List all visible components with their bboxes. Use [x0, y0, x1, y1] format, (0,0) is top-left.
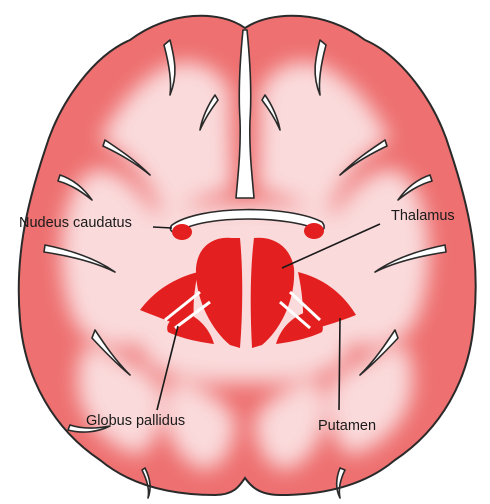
label-putamen: Putamen [318, 418, 376, 434]
label-caudate: Nudeus caudatus [19, 215, 132, 231]
label-thalamus: Thalamus [391, 208, 455, 224]
label-globus-pallidus: Globus pallidus [86, 413, 185, 429]
caudate-right [304, 223, 324, 239]
caudate-left [172, 224, 192, 240]
